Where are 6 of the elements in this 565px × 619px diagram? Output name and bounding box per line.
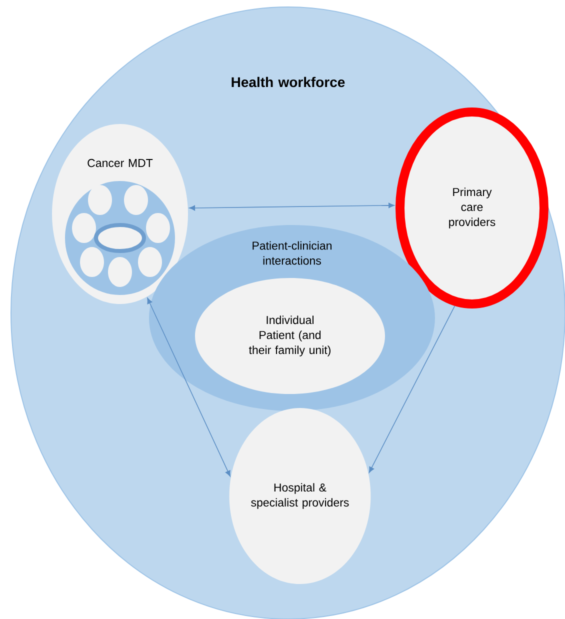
ellipse-label: Patient-clinician interactions	[252, 241, 332, 265]
heading: Health workforce	[232, 76, 345, 88]
arrow	[189, 202, 394, 211]
ellipse-label: Cancer MDT	[88, 158, 153, 168]
arrow	[147, 298, 230, 476]
arrow	[368, 306, 456, 473]
